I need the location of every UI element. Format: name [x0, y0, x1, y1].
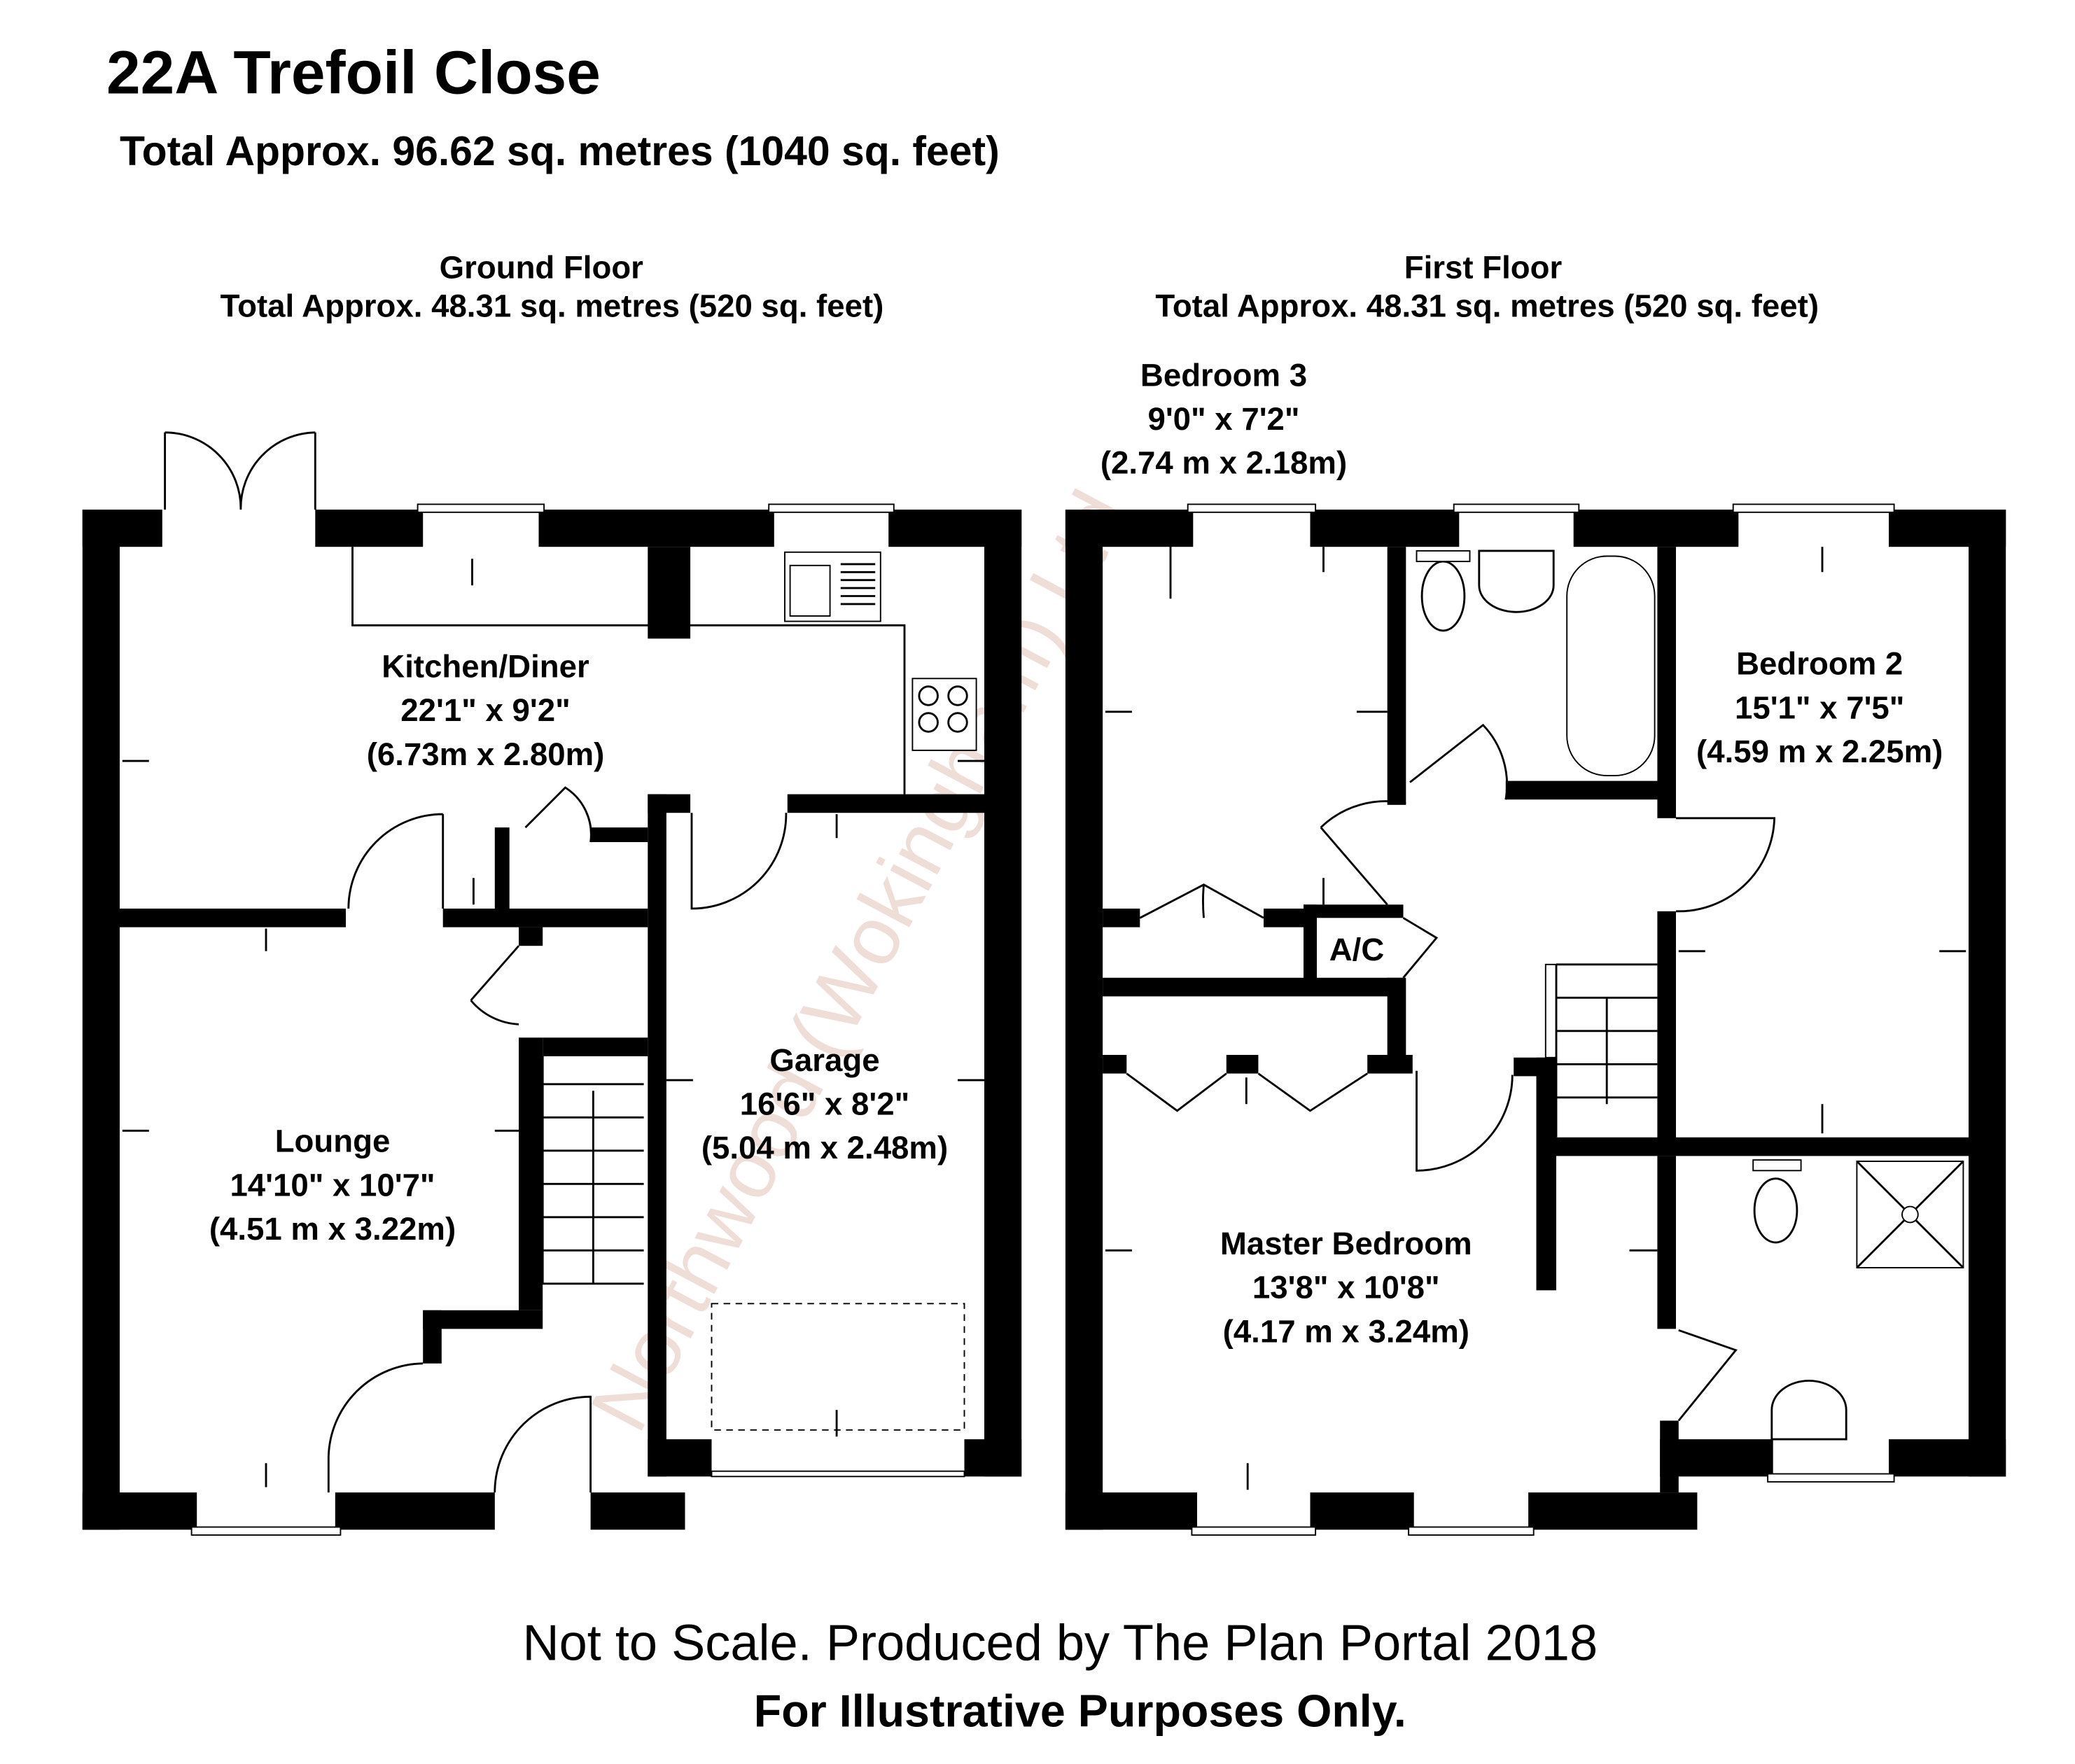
svg-text:13'8" x 10'8": 13'8" x 10'8": [1252, 1270, 1440, 1306]
svg-text:(4.17 m x 3.24m): (4.17 m x 3.24m): [1223, 1313, 1469, 1349]
svg-text:22'1" x 9'2": 22'1" x 9'2": [400, 692, 570, 728]
svg-text:(4.51 m x 3.22m): (4.51 m x 3.22m): [209, 1211, 456, 1247]
scale-note: Not to Scale. Produced by The Plan Porta…: [522, 1616, 1598, 1672]
disclaimer: For Illustrative Purposes Only.: [754, 1686, 1406, 1737]
ground-floor-title: Ground Floor: [440, 249, 643, 285]
first-floor-plan: [1065, 503, 2006, 1536]
room-kitchen-diner: Kitchen/Diner 22'1" x 9'2" (6.73m x 2.80…: [367, 648, 605, 771]
svg-text:16'6" x 8'2": 16'6" x 8'2": [740, 1086, 909, 1122]
ground-floor-area: Total Approx. 48.31 sq. metres (520 sq. …: [221, 288, 884, 324]
total-area: Total Approx. 96.62 sq. metres (1040 sq.…: [120, 129, 1000, 174]
svg-text:(5.04 m x 2.48m): (5.04 m x 2.48m): [701, 1130, 948, 1166]
room-lounge: Lounge 14'10" x 10'7" (4.51 m x 3.22m): [209, 1124, 456, 1247]
page-title: 22A Trefoil Close: [106, 38, 601, 106]
svg-text:Master Bedroom: Master Bedroom: [1220, 1226, 1472, 1261]
svg-text:(6.73m x 2.80m): (6.73m x 2.80m): [367, 736, 605, 772]
first-floor-area: Total Approx. 48.31 sq. metres (520 sq. …: [1155, 288, 1819, 324]
ground-floor-plan: [82, 431, 1022, 1536]
svg-text:(4.59 m x 2.25m): (4.59 m x 2.25m): [1696, 734, 1943, 769]
svg-text:Bedroom 3: Bedroom 3: [1140, 357, 1307, 393]
svg-text:15'1" x 7'5": 15'1" x 7'5": [1735, 690, 1904, 725]
room-bedroom-2: Bedroom 2 15'1" x 7'5" (4.59 m x 2.25m): [1696, 646, 1943, 769]
room-master-bedroom: Master Bedroom 13'8" x 10'8" (4.17 m x 3…: [1220, 1226, 1472, 1349]
room-bedroom-3: Bedroom 3 9'0" x 7'2" (2.74 m x 2.18m): [1101, 357, 1347, 480]
svg-text:9'0" x 7'2": 9'0" x 7'2": [1147, 401, 1299, 437]
svg-text:Bedroom 2: Bedroom 2: [1736, 646, 1903, 682]
svg-text:(2.74 m x 2.18m): (2.74 m x 2.18m): [1101, 445, 1347, 481]
svg-text:Garage: Garage: [769, 1042, 879, 1078]
room-ac-cupboard: A/C: [1329, 932, 1385, 967]
svg-text:14'10" x 10'7": 14'10" x 10'7": [230, 1167, 435, 1203]
svg-text:Lounge: Lounge: [275, 1124, 391, 1159]
staircase: [541, 1056, 644, 1285]
room-garage: Garage 16'6" x 8'2" (5.04 m x 2.48m): [701, 1042, 948, 1166]
staircase: [1544, 963, 1658, 1138]
svg-text:Kitchen/Diner: Kitchen/Diner: [382, 648, 589, 684]
first-floor-title: First Floor: [1404, 249, 1563, 285]
